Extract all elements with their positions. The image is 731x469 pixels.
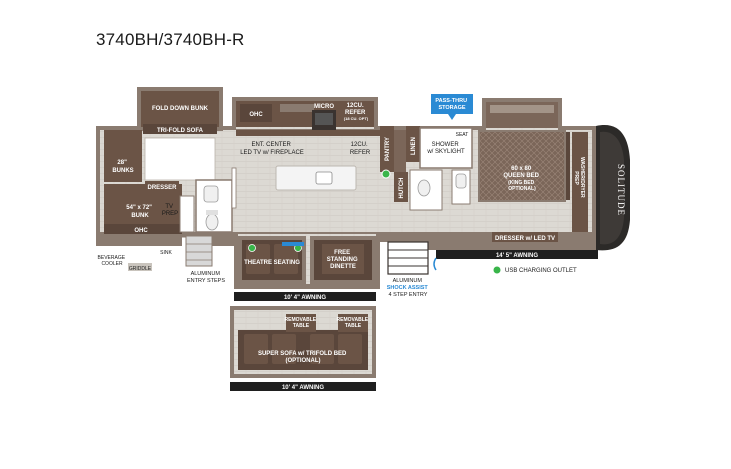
removable-table-1-label: REMOVABLE TABLE (285, 317, 318, 329)
ohc-bunk-label: OHC (134, 228, 148, 234)
theatre-seating-label: THEATRE SEATING (244, 260, 300, 266)
mid-section: PANTRY LINEN HUTCH SHOWER w/ SKYLIGHT SE… (380, 126, 473, 211)
dresser-led-label: DRESSER w/ LED TV (495, 236, 555, 242)
usb-outlet-label: USB CHARGING OUTLET (505, 268, 577, 274)
master-bedroom: 60 x 80 QUEEN BED (KING BED OPTIONAL) WA… (478, 102, 588, 242)
optional-sofa-slide: REMOVABLE TABLE REMOVABLE TABLE SUPER SO… (230, 306, 376, 378)
griddle-label: GRIDDLE (129, 266, 152, 272)
refer-slide-label: 12CU. REFER (18 CU. OPT) (344, 103, 369, 121)
refer-label: 12CU. REFER (350, 142, 371, 156)
model-number: 3740BH/3740BH-R (96, 30, 245, 49)
fold-down-bunk-label: FOLD DOWN BUNK (152, 106, 209, 112)
bunk-room: FOLD DOWN BUNK TRI-FOLD SOFA 28" BUNKS 5… (96, 87, 232, 238)
sink-label: SINK (160, 250, 172, 256)
step-entry-label: ALUMINUM SHOCK ASSIST 4 STEP ENTRY (387, 278, 430, 298)
seat-label: SEAT (456, 132, 469, 138)
living-slide: THEATRE SEATING FREE STANDING DINETTE (238, 236, 376, 284)
washer-dryer-label: WASHER/DRYER PREP (573, 157, 585, 199)
beverage-cooler-label: BEVERAGE COOLER (98, 255, 127, 267)
ent-center-label: ENT. CENTER LED TV w/ FIREPLACE (240, 142, 304, 156)
ohc-kitchen-label: OHC (249, 112, 263, 118)
shower-label: SHOWER w/ SKYLIGHT (426, 142, 465, 155)
pass-thru-callout: PASS-THRU STORAGE (431, 94, 473, 120)
solitude-logo: SOLITUDE (616, 164, 626, 216)
micro-label: MICRO (314, 104, 334, 110)
bunk-54x72-label: 54" x 72" BUNK (126, 205, 153, 219)
super-sofa-label: SUPER SOFA w/ TRIFOLD BED (OPTIONAL) (258, 351, 348, 364)
kitchen-living: OHC MICRO 12CU. REFER (18 CU. OPT) ENT. … (231, 101, 386, 209)
pass-thru-label: PASS-THRU STORAGE (435, 98, 468, 111)
bunks-28-label: 28" BUNKS (112, 160, 133, 174)
awning-front-label: 14' 5" AWNING (496, 253, 538, 259)
bunk-bath (195, 179, 233, 233)
pantry-label: PANTRY (385, 137, 391, 161)
awnings: 10' 4" AWNING 14' 5" AWNING 10' 4" AWNIN… (230, 250, 598, 391)
hutch-label: HUTCH (399, 178, 405, 199)
awning-main-label: 10' 4" AWNING (284, 295, 326, 301)
queen-bed-label: 60 x 80 QUEEN BED (KING BED OPTIONAL) (503, 166, 540, 192)
removable-table-2-label: REMOVABLE TABLE (337, 317, 370, 329)
entry-steps (185, 235, 429, 275)
awning-optional-label: 10' 4" AWNING (282, 385, 324, 391)
exterior-callouts: BEVERAGE COOLER GRIDDLE SINK ALUMINUM EN… (98, 250, 577, 298)
entry-steps-label: ALUMINUM ENTRY STEPS (187, 271, 225, 284)
tv-prep-label: TV PREP (162, 204, 178, 217)
tri-fold-sofa-label: TRI-FOLD SOFA (157, 128, 204, 134)
linen-label: LINEN (411, 137, 417, 155)
dinette-label: FREE STANDING DINETTE (327, 250, 360, 270)
front-cap: SOLITUDE (596, 125, 630, 251)
dresser-label: DRESSER (147, 185, 177, 191)
